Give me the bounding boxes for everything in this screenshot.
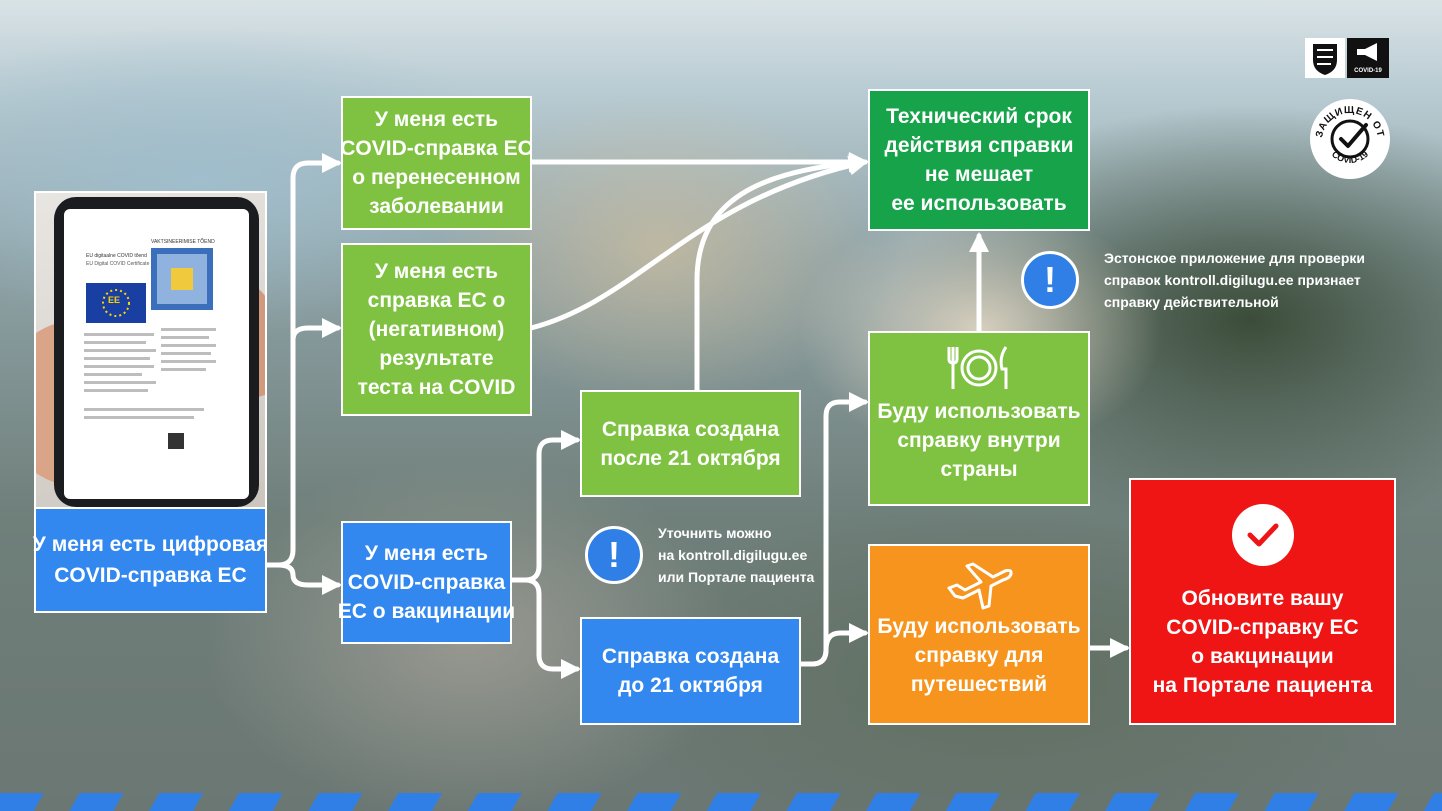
created-before-oct21-box: Справка создана до 21 октября: [580, 617, 801, 725]
cert-header: EU digitaalne COVID tõend: [86, 253, 147, 259]
negative-line-3: (негативном): [368, 318, 505, 341]
after-line-2: после 21 октября: [600, 446, 781, 470]
update-line-1: Обновите вашу: [1181, 587, 1344, 610]
check-note-line-3: или Портале пациента: [658, 569, 815, 585]
negative-test-certificate-box: У меня есть справка ЕС о (негативном) ре…: [341, 243, 532, 416]
domestic-use-box: Буду использовать справку внутри страны: [868, 331, 1090, 506]
badge-bottom-text: COVID-19: [1330, 149, 1370, 165]
domestic-line-3: страны: [940, 458, 1018, 481]
app-note-line-1: Эстонское приложение для проверки: [1104, 250, 1365, 266]
connector-negative-to-validity: [528, 155, 869, 331]
update-line-4: на Портале пациента: [1152, 674, 1373, 697]
airplane-icon: [947, 562, 1013, 610]
app-note-line-2: справок kontroll.digilugu.ee признает: [1104, 272, 1361, 288]
cert-subheader: EU Digital COVID Certificate: [86, 261, 150, 267]
update-certificate-box: Обновите вашу COVID-справку ЕС о вакцина…: [1129, 478, 1396, 725]
phone-illustration: [36, 197, 265, 507]
recovered-line-1: У меня есть: [374, 108, 499, 131]
checkmark-circle-icon: [1231, 504, 1294, 566]
vaccination-line-2: COVID-справка: [347, 571, 506, 594]
digital-cert-line-2: COVID-справка ЕС: [54, 564, 247, 587]
exclamation-icon: !: [1021, 251, 1079, 309]
travel-line-3: путешествий: [910, 673, 1048, 696]
validity-line-2: действия справки: [884, 134, 1074, 157]
after-line-1: Справка создана: [601, 417, 780, 441]
check-note-line-2: на kontroll.digilugu.ee: [658, 547, 808, 563]
protected-from-covid-badge: ЗАЩИЩЕН ОТ COVID-19: [1308, 97, 1392, 181]
connector-after-to-validity: [694, 153, 869, 393]
negative-line-5: теста на COVID: [357, 376, 516, 399]
connector-vaccination-to-before: [522, 577, 581, 679]
flag-label: EE: [108, 295, 121, 305]
cutlery-plate-icon: [947, 346, 1008, 389]
travel-use-box: Буду использовать справку для путешестви…: [868, 544, 1090, 725]
domestic-line-1: Буду использовать: [877, 400, 1081, 423]
validity-line-1: Технический срок: [886, 105, 1072, 128]
domestic-line-2: справку внутри: [897, 429, 1061, 452]
vaccination-certificate-box: У меня есть COVID-справка ЕС о вакцинаци…: [337, 521, 516, 644]
recovered-certificate-box: У меня есть COVID-справка ЕС о перенесен…: [340, 96, 533, 230]
covid-logo-text: COVID-19: [1354, 68, 1382, 74]
travel-line-1: Буду использовать: [877, 615, 1081, 638]
covid19-megaphone-logo: COVID-19: [1347, 38, 1389, 78]
recovered-line-3: о перенесенном: [352, 166, 521, 189]
recovered-line-2: COVID-справка ЕС: [340, 137, 533, 160]
check-source-note: Уточнить можно на kontroll.digilugu.ee и…: [658, 522, 814, 588]
connector-vaccination-to-after: [509, 430, 581, 583]
svg-text:COVID-19: COVID-19: [1330, 149, 1370, 165]
negative-line-1: У меня есть: [374, 260, 499, 283]
phone-photo: EU digitaalne COVID tõend EU Digital COV…: [34, 191, 267, 509]
app-note-line-3: справку действительной: [1104, 294, 1279, 310]
created-after-oct21-box: Справка создана после 21 октября: [580, 390, 801, 497]
vaccination-line-3: ЕС о вакцинации: [337, 600, 516, 623]
connector-before-to-travel: [809, 623, 869, 667]
megaphone-icon: [1357, 43, 1377, 61]
check-note-line-1: Уточнить можно: [658, 525, 772, 541]
connector-digital-to-vaccination: [275, 562, 342, 595]
before-line-1: Справка создана: [601, 645, 780, 668]
negative-line-2: справка ЕС о: [367, 289, 506, 312]
digital-cert-caption: У меня есть цифровая COVID-справка ЕС: [32, 507, 269, 613]
before-line-2: до 21 октября: [618, 674, 763, 697]
negative-line-4: результате: [379, 347, 494, 370]
validity-line-4: ее использовать: [891, 192, 1067, 215]
update-line-3: о вакцинации: [1191, 645, 1334, 668]
travel-line-2: справку для: [914, 644, 1044, 667]
vaccination-line-1: У меня есть: [364, 542, 489, 565]
update-line-2: COVID-справку ЕС: [1166, 616, 1359, 639]
validity-line-3: не мешает: [924, 163, 1034, 186]
digital-cert-line-1: У меня есть цифровая: [32, 533, 269, 556]
estonia-coat-of-arms-icon: [1305, 38, 1345, 78]
badge-graphic: ЗАЩИЩЕН ОТ COVID-19: [1310, 99, 1390, 179]
validity-not-blocking-box: Технический срок действия справки не меш…: [868, 89, 1090, 231]
exclamation-icon: !: [585, 526, 643, 584]
connector-digital-to-negative: [290, 318, 342, 343]
digital-certificate-card: EU digitaalne COVID tõend EU Digital COV…: [32, 191, 269, 613]
app-validity-note: Эстонское приложение для проверки справо…: [1104, 247, 1365, 313]
bottom-stripe-decoration: [0, 793, 1442, 811]
connector-digital-to-recovered: [264, 153, 342, 568]
cert-title: VAKTSINEERIMISE TÕEND: [151, 239, 215, 245]
recovered-line-4: заболевании: [369, 195, 504, 218]
